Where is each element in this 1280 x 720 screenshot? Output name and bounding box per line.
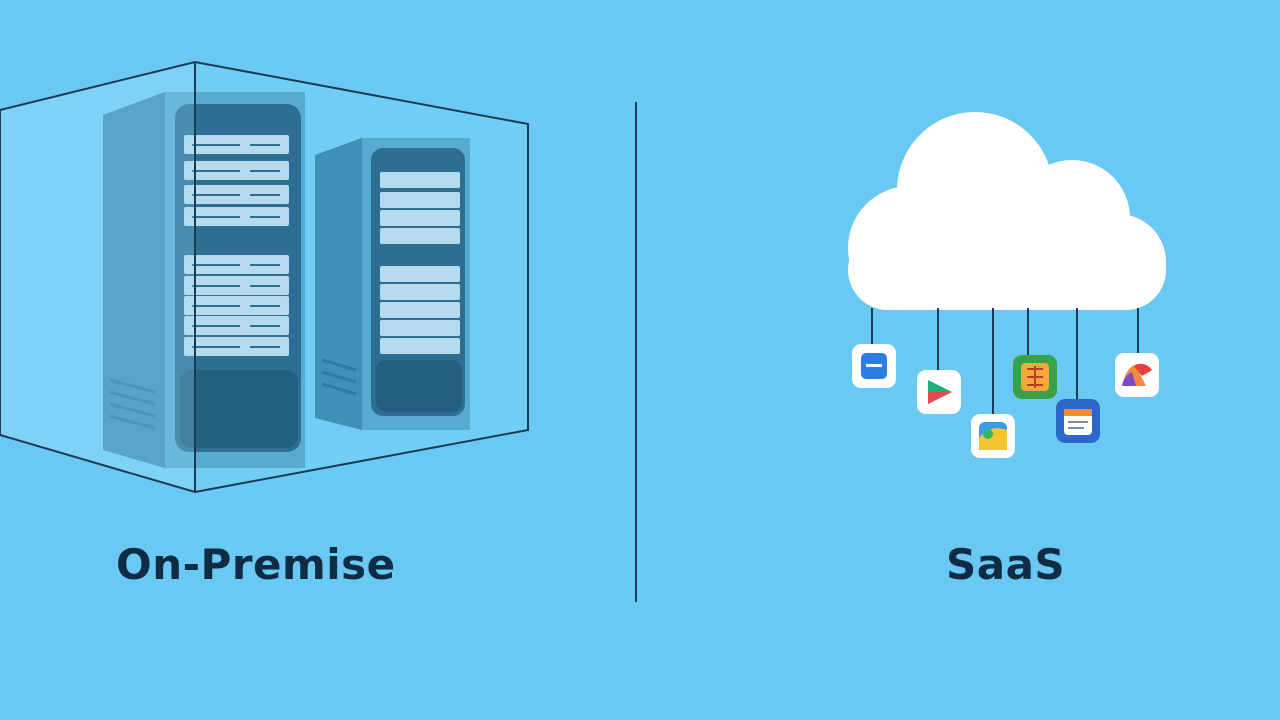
app-icon-grid [1013, 355, 1057, 399]
cloud-icon [848, 112, 1166, 310]
server-rack-small-icon [315, 138, 470, 430]
app-icon-play [917, 370, 961, 414]
saas-illustration [848, 112, 1166, 458]
on-premise-illustration [0, 60, 529, 494]
on-premise-label: On-Premise [116, 540, 396, 589]
glass-box-outline [0, 60, 529, 494]
app-icon-photos [1115, 353, 1159, 397]
app-icon-calendar [1056, 399, 1100, 443]
glass-box-front-pane [0, 62, 195, 492]
server-rack-large-icon [103, 92, 305, 468]
app-icon-map [971, 414, 1015, 458]
saas-label: SaaS [946, 540, 1066, 589]
app-icon-docs [852, 344, 896, 388]
